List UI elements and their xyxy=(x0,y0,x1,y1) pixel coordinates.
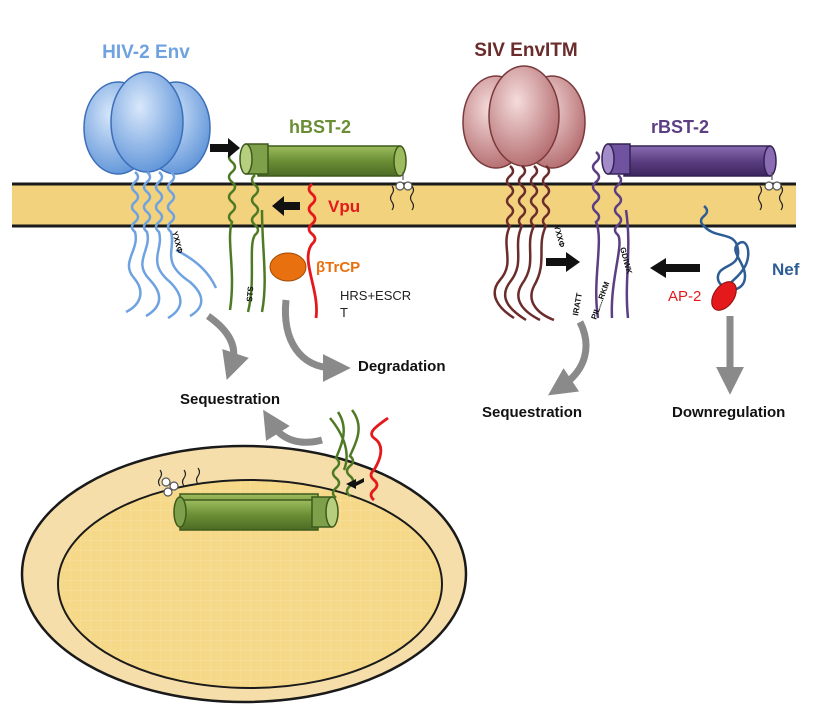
vesicle-bst2-tails xyxy=(329,409,360,499)
arrow-to-sequestration-left xyxy=(205,313,249,380)
vesicle-gpi-anchor xyxy=(157,467,201,497)
label-sequestration-right: Sequestration xyxy=(482,404,582,421)
label-sts: STS xyxy=(245,285,255,302)
arrow-to-degradation xyxy=(281,299,351,382)
arrow-to-sequestration-right xyxy=(548,320,590,396)
ap2-blob xyxy=(711,281,737,311)
label-hiv2-env: HIV-2 Env xyxy=(102,42,190,63)
plasma-membrane xyxy=(12,182,796,228)
arrow-vesicle-to-sequestration xyxy=(263,409,323,446)
label-degradation: Degradation xyxy=(358,358,446,375)
label-hrs-line1: HRS+ESCR xyxy=(340,288,411,303)
rbst2-gpi-anchor xyxy=(757,172,784,211)
hbst2-cylinder xyxy=(239,143,407,177)
label-sequestration-left: Sequestration xyxy=(180,391,280,408)
arrow-env-to-rbst2 xyxy=(546,252,580,272)
label-hrs-line2: T xyxy=(340,305,348,320)
label-siv-env: SIV EnvITM xyxy=(474,40,577,61)
rbst2-cylinder xyxy=(601,143,777,177)
arrow-nef-to-rbst2 xyxy=(650,258,700,278)
label-hbst2: hBST-2 xyxy=(289,117,351,137)
vesicle-bst2-cylinder xyxy=(173,493,339,531)
label-downregulation: Downregulation xyxy=(672,404,785,421)
rbst2-tails xyxy=(591,151,630,319)
label-gdiwk: GDIWK xyxy=(618,246,634,275)
siv-env-trimer xyxy=(462,65,586,169)
vesicle-small-arrow xyxy=(346,478,364,489)
vesicle xyxy=(20,444,468,704)
siv-env-tails xyxy=(493,165,555,322)
label-rbst2: rBST-2 xyxy=(651,117,709,137)
btrcp-blob xyxy=(269,252,307,282)
hiv2-env-trimer xyxy=(83,71,211,175)
label-iratt: IRATT xyxy=(571,292,584,316)
vpu-chain xyxy=(306,182,318,319)
label-nef: Nef xyxy=(772,260,800,279)
nef-chain xyxy=(699,205,750,297)
label-ap2: AP-2 xyxy=(668,288,701,305)
label-vpu: Vpu xyxy=(328,197,360,216)
vesicle-vpu-chain xyxy=(369,416,389,502)
label-yxxphi-right: YXXΦ xyxy=(552,224,567,249)
hiv2-env-tails xyxy=(125,171,218,320)
arrow-env-to-hbst2 xyxy=(210,138,240,158)
label-pil-rkm: PIL....RKM xyxy=(589,280,611,321)
arrow-vpu-to-hbst2 xyxy=(272,196,300,216)
hbst2-tails xyxy=(227,151,266,313)
label-btrcp: βTrCP xyxy=(316,259,360,276)
hbst2-gpi-anchor xyxy=(389,172,415,211)
